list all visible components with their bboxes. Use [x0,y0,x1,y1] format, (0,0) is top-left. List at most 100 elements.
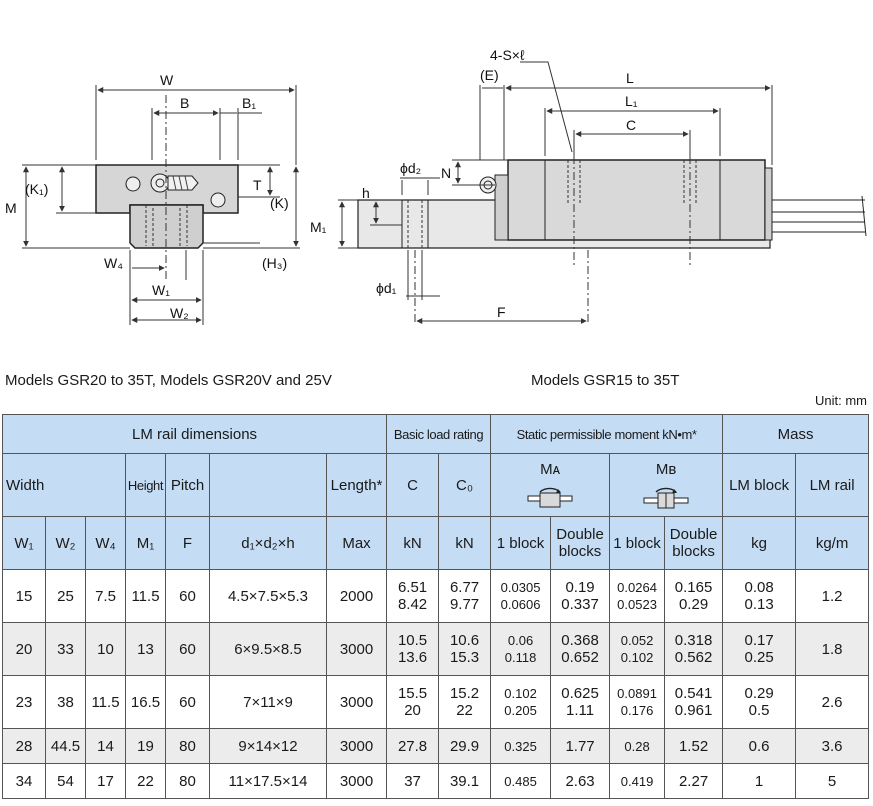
cell-len: 3000 [325,675,388,729]
cell-ma1-value: 0.102 [504,686,537,701]
spec-table: LM rail dimensions Basic load rating Sta… [1,414,870,799]
label-w2: W₂ [170,305,189,321]
cell-ma2-value: 0.19 [565,579,595,596]
cell-block-value: 0.29 [744,685,774,702]
cell-block-value: 0.25 [744,649,774,666]
label-s: 4-S×ℓ [490,47,525,63]
cell-c-value: 8.42 [397,596,428,613]
cell-w2: 54 [45,763,86,799]
cell-w2: 25 [45,569,86,623]
cell-c-value: 6.51 [397,579,428,596]
cell-ma1-value: 0.485 [504,773,537,789]
cell-w4: 7.5 [85,569,126,623]
label-d1: ϕd₁ [376,280,397,296]
header-mass: Mass [722,414,870,454]
header-blank [209,453,327,517]
cell-f: 60 [165,569,210,623]
cell-c-value: 15.5 [397,685,428,702]
cell-w4: 17 [85,763,126,799]
header-height: Height [125,453,166,517]
header-ma-double: Double blocks [550,516,611,570]
cell-d: 6×9.5×8.5 [209,622,327,676]
cell-w2: 33 [45,622,86,676]
cell-c0-value: 22 [456,702,473,719]
cell-block-value: 0.5 [748,702,770,719]
cell-block-value: 0.08 [744,579,774,596]
cell-c0: 29.9 [438,728,492,764]
cell-mb1-value: 0.0523 [617,597,657,612]
cell-c0-value: 6.77 [449,579,480,596]
header-kgm: kg/m [795,516,870,570]
cell-w1: 34 [2,763,46,799]
header-lm-rail-dimensions: LM rail dimensions [1,414,388,454]
header-lm-rail: LM rail [795,453,870,517]
label-l1: L₁ [625,93,638,109]
cell-mb1: 0.28 [609,728,666,764]
header-basic-load-rating: Basic load rating [386,414,492,454]
cell-rail: 1.8 [795,622,870,676]
cell-m1: 13 [125,622,166,676]
cell-m1: 22 [125,763,166,799]
cell-c-value: 13.6 [397,649,428,666]
header-c0: C₀ [438,453,492,517]
cell-d: 7×11×9 [209,675,327,729]
header-kn-c0: kN [438,516,492,570]
cell-f: 60 [165,675,210,729]
label-t: T [253,177,262,193]
cell-f: 80 [165,728,210,764]
cell-mb1: 0.419 [609,763,666,799]
header-kg: kg [722,516,797,570]
header-max: Max [325,516,388,570]
cell-ma2-value: 0.337 [561,596,599,613]
label-w1: W₁ [152,282,170,298]
cell-mb1-value: 0.176 [620,703,654,718]
side-view [338,61,867,325]
header-d: d₁×d₂×h [209,516,327,570]
cell-w1: 20 [2,622,46,676]
cell-ma2: 1.77 [550,728,611,764]
cell-len: 2000 [325,569,388,623]
cell-ma2-value: 1.77 [565,737,595,755]
cell-c-value: 10.5 [397,632,428,649]
header-w2: W₂ [45,516,86,570]
cell-mb2-value: 2.27 [678,772,709,790]
cell-mb2: 1.52 [664,728,724,764]
label-h: h [362,185,370,201]
cell-d: 4.5×7.5×5.3 [209,569,327,623]
cell-w4: 11.5 [85,675,126,729]
cell-c: 37 [386,763,440,799]
caption-right: Models GSR15 to 35T [531,372,680,389]
cell-c0-value: 10.6 [449,632,480,649]
cell-ma1-value: 0.0305 [500,580,541,595]
cell-block-value: 0.6 [748,737,770,755]
label-c: C [626,117,636,133]
cell-mb2-value: 0.318 [674,632,713,649]
cell-mb2-value: 0.165 [674,579,713,596]
cell-c0: 39.1 [438,763,492,799]
cell-d: 11×17.5×14 [209,763,327,799]
cell-ma2: 2.63 [550,763,611,799]
cell-c: 27.8 [386,728,440,764]
cell-rail: 5 [795,763,870,799]
header-w4: W₄ [85,516,126,570]
header-mb: Mʙ [655,460,677,478]
label-b: B [180,95,189,111]
cell-mb1-value: 0.0264 [617,580,657,595]
cell-mb2: 2.27 [664,763,724,799]
cell-block-value: 0.13 [744,596,774,613]
